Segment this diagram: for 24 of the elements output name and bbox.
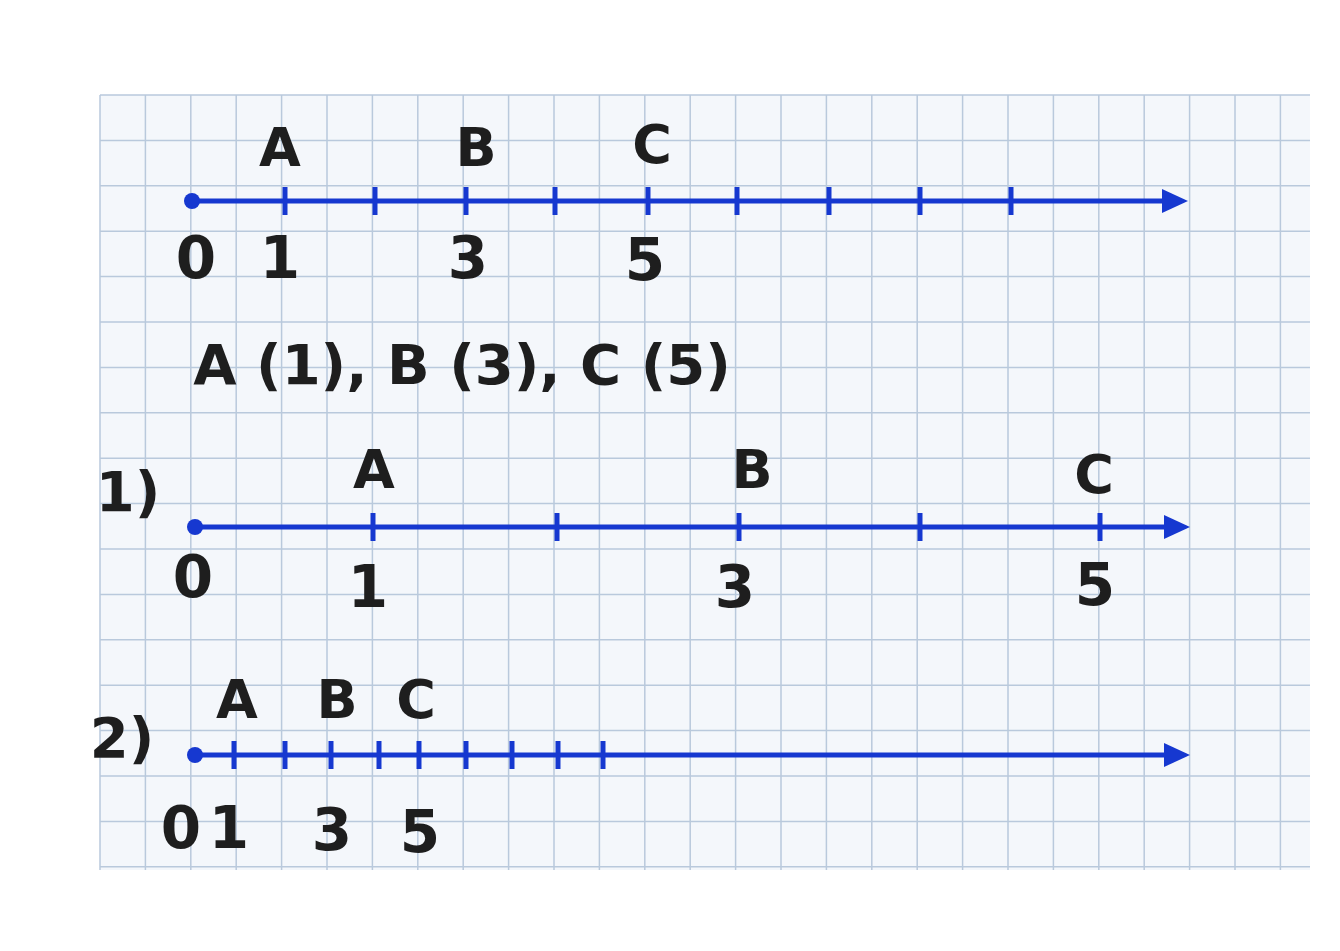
point-letter: B (455, 121, 497, 175)
tick-number: 3 (447, 229, 489, 287)
point-letter: B (731, 443, 773, 497)
item-number: 1) (95, 464, 161, 520)
tick-number: 5 (399, 803, 441, 861)
tick-number: 1 (347, 558, 389, 616)
tick-number: 1 (259, 229, 301, 287)
tick-number: 5 (1074, 556, 1116, 614)
item-number: 2) (89, 710, 155, 766)
point-letter: C (632, 118, 672, 172)
tick-number: 0 (175, 229, 217, 287)
tick-number: 5 (624, 231, 666, 289)
point-letter: B (316, 673, 358, 727)
point-letter: C (396, 673, 436, 727)
point-letter: A (259, 121, 301, 175)
coordinates-text: A (1), B (3), C (5) (193, 337, 731, 393)
point-letter: A (216, 673, 258, 727)
point-letter: C (1074, 448, 1114, 502)
tick-number: 3 (311, 801, 353, 859)
tick-number: 1 (208, 799, 250, 857)
tick-number: 0 (172, 548, 214, 606)
tick-number: 0 (160, 799, 202, 857)
point-letter: A (353, 443, 395, 497)
tick-number: 3 (714, 558, 756, 616)
